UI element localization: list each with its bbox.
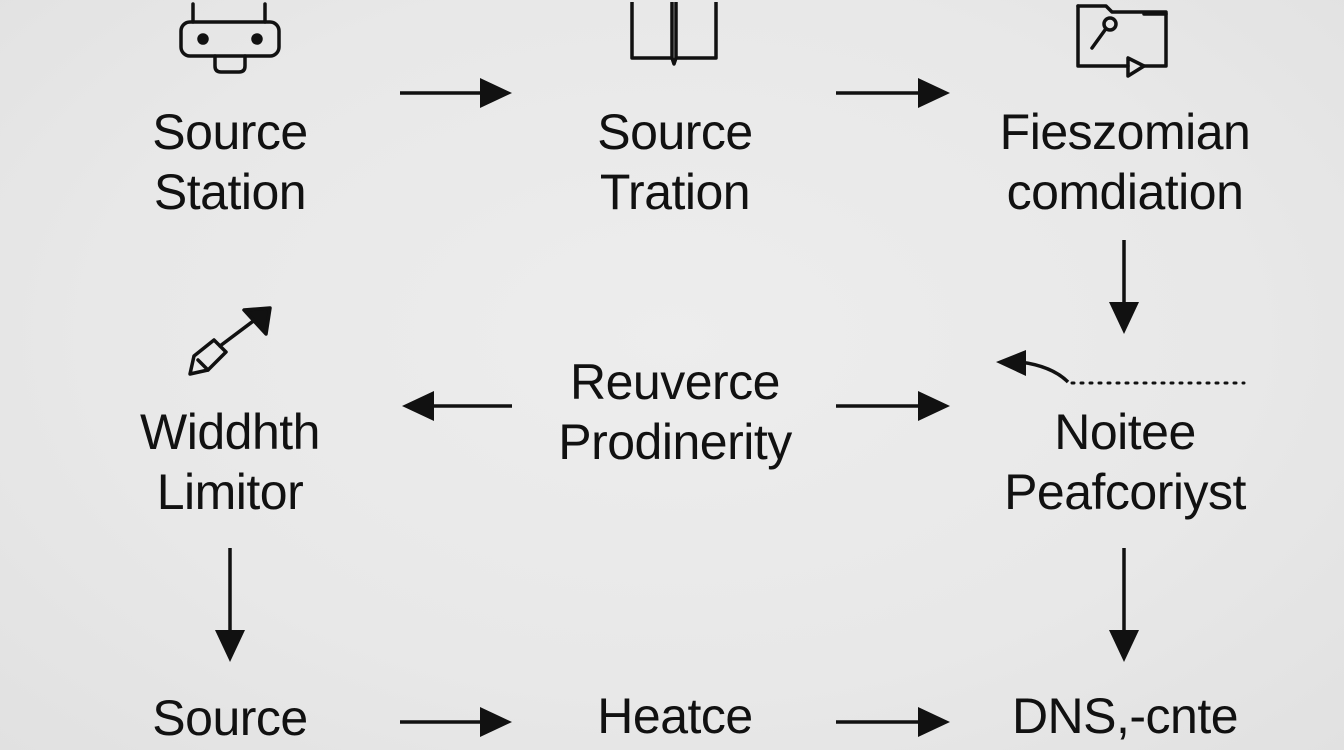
arrow-source-tration-to-fieszomian xyxy=(836,78,950,108)
arrow-source-station-to-source-tration xyxy=(400,78,512,108)
node-label-line-1: Reuverce xyxy=(570,354,781,410)
arrow-dotted-return xyxy=(996,350,1246,385)
arrow-heatce-to-dns xyxy=(836,707,950,737)
node-label-line-1: Source xyxy=(152,690,308,746)
node-reuverce-prodinerity: Reuverce Prodinerity xyxy=(520,352,830,472)
node-widdhth-limitor: Widdhth Limitor xyxy=(100,402,360,522)
arrow-reuverce-to-noitee xyxy=(836,391,950,421)
vr-headset-icon xyxy=(175,0,285,83)
node-label-line-1: Heatce xyxy=(597,688,753,744)
node-label-line-1: Noitee xyxy=(1054,404,1196,460)
arrow-widdhth-to-source-bottom xyxy=(215,548,245,662)
node-source-bottom: Source xyxy=(110,688,350,748)
arrow-fieszomian-to-noitee xyxy=(1109,240,1139,334)
arrow-noitee-to-dns xyxy=(1109,548,1139,662)
node-fieszomian-comdiation: Fieszomian comdiation xyxy=(965,102,1285,222)
node-source-tration: Source Tration xyxy=(555,102,795,222)
node-label-line-1: DNS,-cnte xyxy=(1011,688,1239,744)
node-dns-cnte: DNS,-cnte xyxy=(965,686,1285,746)
node-label-line-2: Station xyxy=(153,164,307,220)
node-label-line-1: Widdhth xyxy=(140,404,320,460)
node-heatce: Heatce xyxy=(555,686,795,746)
node-source-station: Source Station xyxy=(110,102,350,222)
node-label-line-2: comdiation xyxy=(1006,164,1244,220)
node-label-line-2: Prodinerity xyxy=(558,414,792,470)
node-label-line-1: Source xyxy=(597,104,753,160)
arrow-reuverce-to-widdhth xyxy=(402,391,512,421)
node-label-line-2: Limitor xyxy=(156,464,304,520)
folder-pin-icon xyxy=(1072,0,1172,87)
node-label-line-1: Fieszomian xyxy=(999,104,1251,160)
open-book-icon xyxy=(627,0,723,75)
pen-arrow-icon xyxy=(180,300,280,387)
node-label-line-2: Tration xyxy=(599,164,751,220)
node-noitee-peafcoriyst: Noitee Peafcoriyst xyxy=(965,402,1285,522)
node-label-line-1: Source xyxy=(152,104,308,160)
node-label-line-2: Peafcoriyst xyxy=(1004,464,1246,520)
arrow-source-bottom-to-heatce xyxy=(400,707,512,737)
